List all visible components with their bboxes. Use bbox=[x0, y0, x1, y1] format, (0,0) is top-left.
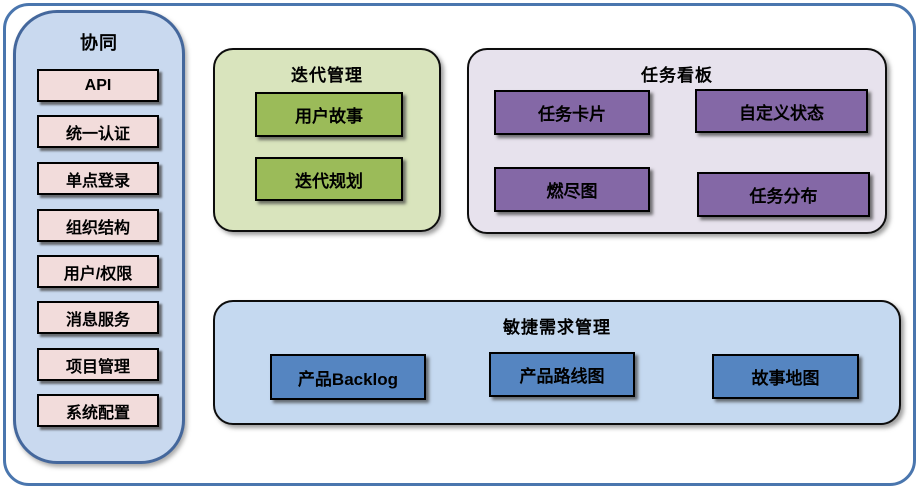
sidebar-item-user-permissions: 用户/权限 bbox=[37, 255, 159, 288]
node-product-roadmap: 产品路线图 bbox=[489, 352, 635, 397]
sidebar-item-project-management: 项目管理 bbox=[37, 348, 159, 381]
task-board-title: 任务看板 bbox=[641, 66, 713, 85]
sidebar-item-system-config: 系统配置 bbox=[37, 394, 159, 427]
sidebar-item-org-structure: 组织结构 bbox=[37, 209, 159, 242]
node-task-card: 任务卡片 bbox=[494, 90, 650, 135]
node-burndown-chart: 燃尽图 bbox=[494, 167, 650, 212]
sidebar-item-message-service: 消息服务 bbox=[37, 301, 159, 334]
node-story-map: 故事地图 bbox=[712, 354, 859, 399]
task-board-panel: 任务看板 任务卡片 自定义状态 燃尽图 任务分布 bbox=[467, 48, 887, 234]
node-user-story: 用户故事 bbox=[255, 92, 403, 137]
sidebar-item-api: API bbox=[37, 69, 159, 102]
agile-requirements-panel: 敏捷需求管理 产品Backlog 产品路线图 故事地图 bbox=[213, 300, 901, 425]
sidebar-item-sso: 单点登录 bbox=[37, 162, 159, 195]
node-iteration-planning: 迭代规划 bbox=[255, 157, 403, 201]
sidebar-item-unified-auth: 统一认证 bbox=[37, 115, 159, 148]
collaboration-panel: 协同 API 统一认证 单点登录 组织结构 用户/权限 消息服务 项目管理 系统… bbox=[13, 10, 185, 464]
agile-requirements-title: 敏捷需求管理 bbox=[503, 318, 611, 337]
node-product-backlog: 产品Backlog bbox=[270, 354, 426, 400]
node-task-distribution: 任务分布 bbox=[697, 172, 870, 217]
collaboration-panel-title: 协同 bbox=[80, 33, 118, 53]
iteration-management-panel: 迭代管理 用户故事 迭代规划 bbox=[213, 48, 441, 232]
iteration-management-title: 迭代管理 bbox=[291, 66, 363, 85]
node-custom-status: 自定义状态 bbox=[695, 89, 868, 133]
